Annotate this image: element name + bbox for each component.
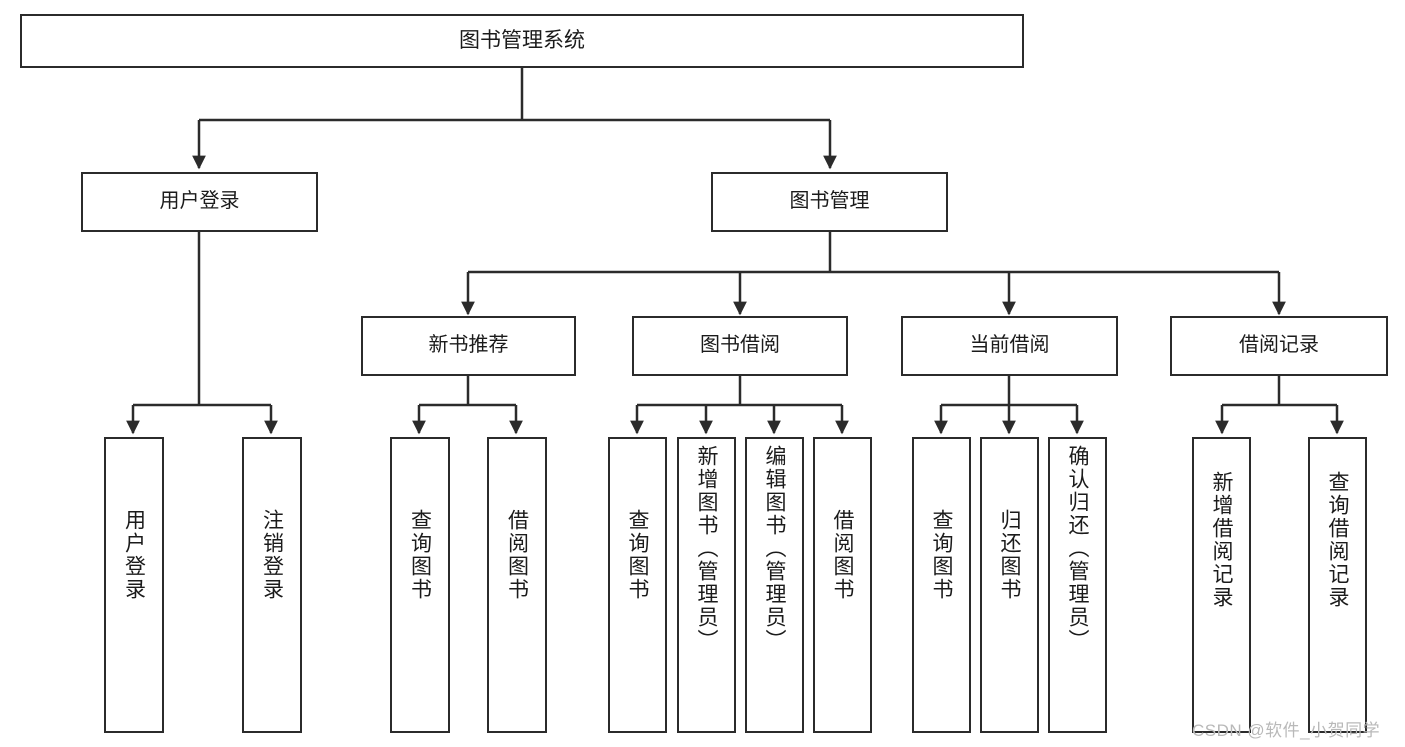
node-label: 用户登录 bbox=[159, 190, 240, 213]
node-label: 确认归还（管理员） bbox=[1066, 445, 1089, 652]
node-book-management[interactable]: 图书管理 bbox=[711, 172, 948, 232]
leaf-query-book-2[interactable]: 查询图书 bbox=[608, 437, 667, 733]
leaf-add-record[interactable]: 新增借阅记录 bbox=[1192, 437, 1251, 733]
node-book-borrow[interactable]: 图书借阅 bbox=[632, 316, 848, 376]
node-label: 归还图书 bbox=[998, 509, 1021, 601]
csdn-watermark: CSDN @软件_小贺同学 bbox=[1192, 721, 1381, 740]
node-label: 查询图书 bbox=[930, 509, 953, 601]
node-label: 新书推荐 bbox=[428, 334, 509, 357]
leaf-add-book[interactable]: 新增图书（管理员） bbox=[677, 437, 736, 733]
node-label: 借阅图书 bbox=[831, 509, 854, 601]
node-label: 注销登录 bbox=[260, 509, 284, 601]
leaf-edit-book[interactable]: 编辑图书（管理员） bbox=[745, 437, 804, 733]
node-borrow-record[interactable]: 借阅记录 bbox=[1170, 316, 1388, 376]
node-label: 新增图书（管理员） bbox=[695, 445, 718, 652]
node-label: 用户登录 bbox=[122, 509, 146, 601]
node-root-system[interactable]: 图书管理系统 bbox=[20, 14, 1024, 68]
node-label: 当前借阅 bbox=[969, 334, 1050, 357]
node-label: 编辑图书（管理员） bbox=[763, 445, 786, 652]
node-label: 图书借阅 bbox=[700, 334, 780, 357]
node-current-borrow[interactable]: 当前借阅 bbox=[901, 316, 1118, 376]
node-user-login[interactable]: 用户登录 bbox=[81, 172, 318, 232]
node-label: 新增借阅记录 bbox=[1210, 471, 1233, 609]
leaf-user-login[interactable]: 用户登录 bbox=[104, 437, 164, 733]
node-label: 借阅图书 bbox=[505, 509, 529, 601]
node-label: 查询图书 bbox=[408, 509, 432, 601]
node-label: 图书管理 bbox=[789, 190, 870, 213]
leaf-return-book[interactable]: 归还图书 bbox=[980, 437, 1039, 733]
node-label: 借阅记录 bbox=[1239, 334, 1319, 357]
leaf-query-record[interactable]: 查询借阅记录 bbox=[1308, 437, 1367, 733]
leaf-query-book-3[interactable]: 查询图书 bbox=[912, 437, 971, 733]
leaf-user-logout[interactable]: 注销登录 bbox=[242, 437, 302, 733]
leaf-confirm-return[interactable]: 确认归还（管理员） bbox=[1048, 437, 1107, 733]
node-label: 查询借阅记录 bbox=[1326, 471, 1349, 609]
node-label: 图书管理系统 bbox=[459, 28, 585, 52]
leaf-borrow-book-2[interactable]: 借阅图书 bbox=[813, 437, 872, 733]
leaf-query-book-1[interactable]: 查询图书 bbox=[390, 437, 450, 733]
leaf-borrow-book-1[interactable]: 借阅图书 bbox=[487, 437, 547, 733]
node-new-book-recommend[interactable]: 新书推荐 bbox=[361, 316, 576, 376]
node-label: 查询图书 bbox=[626, 509, 649, 601]
